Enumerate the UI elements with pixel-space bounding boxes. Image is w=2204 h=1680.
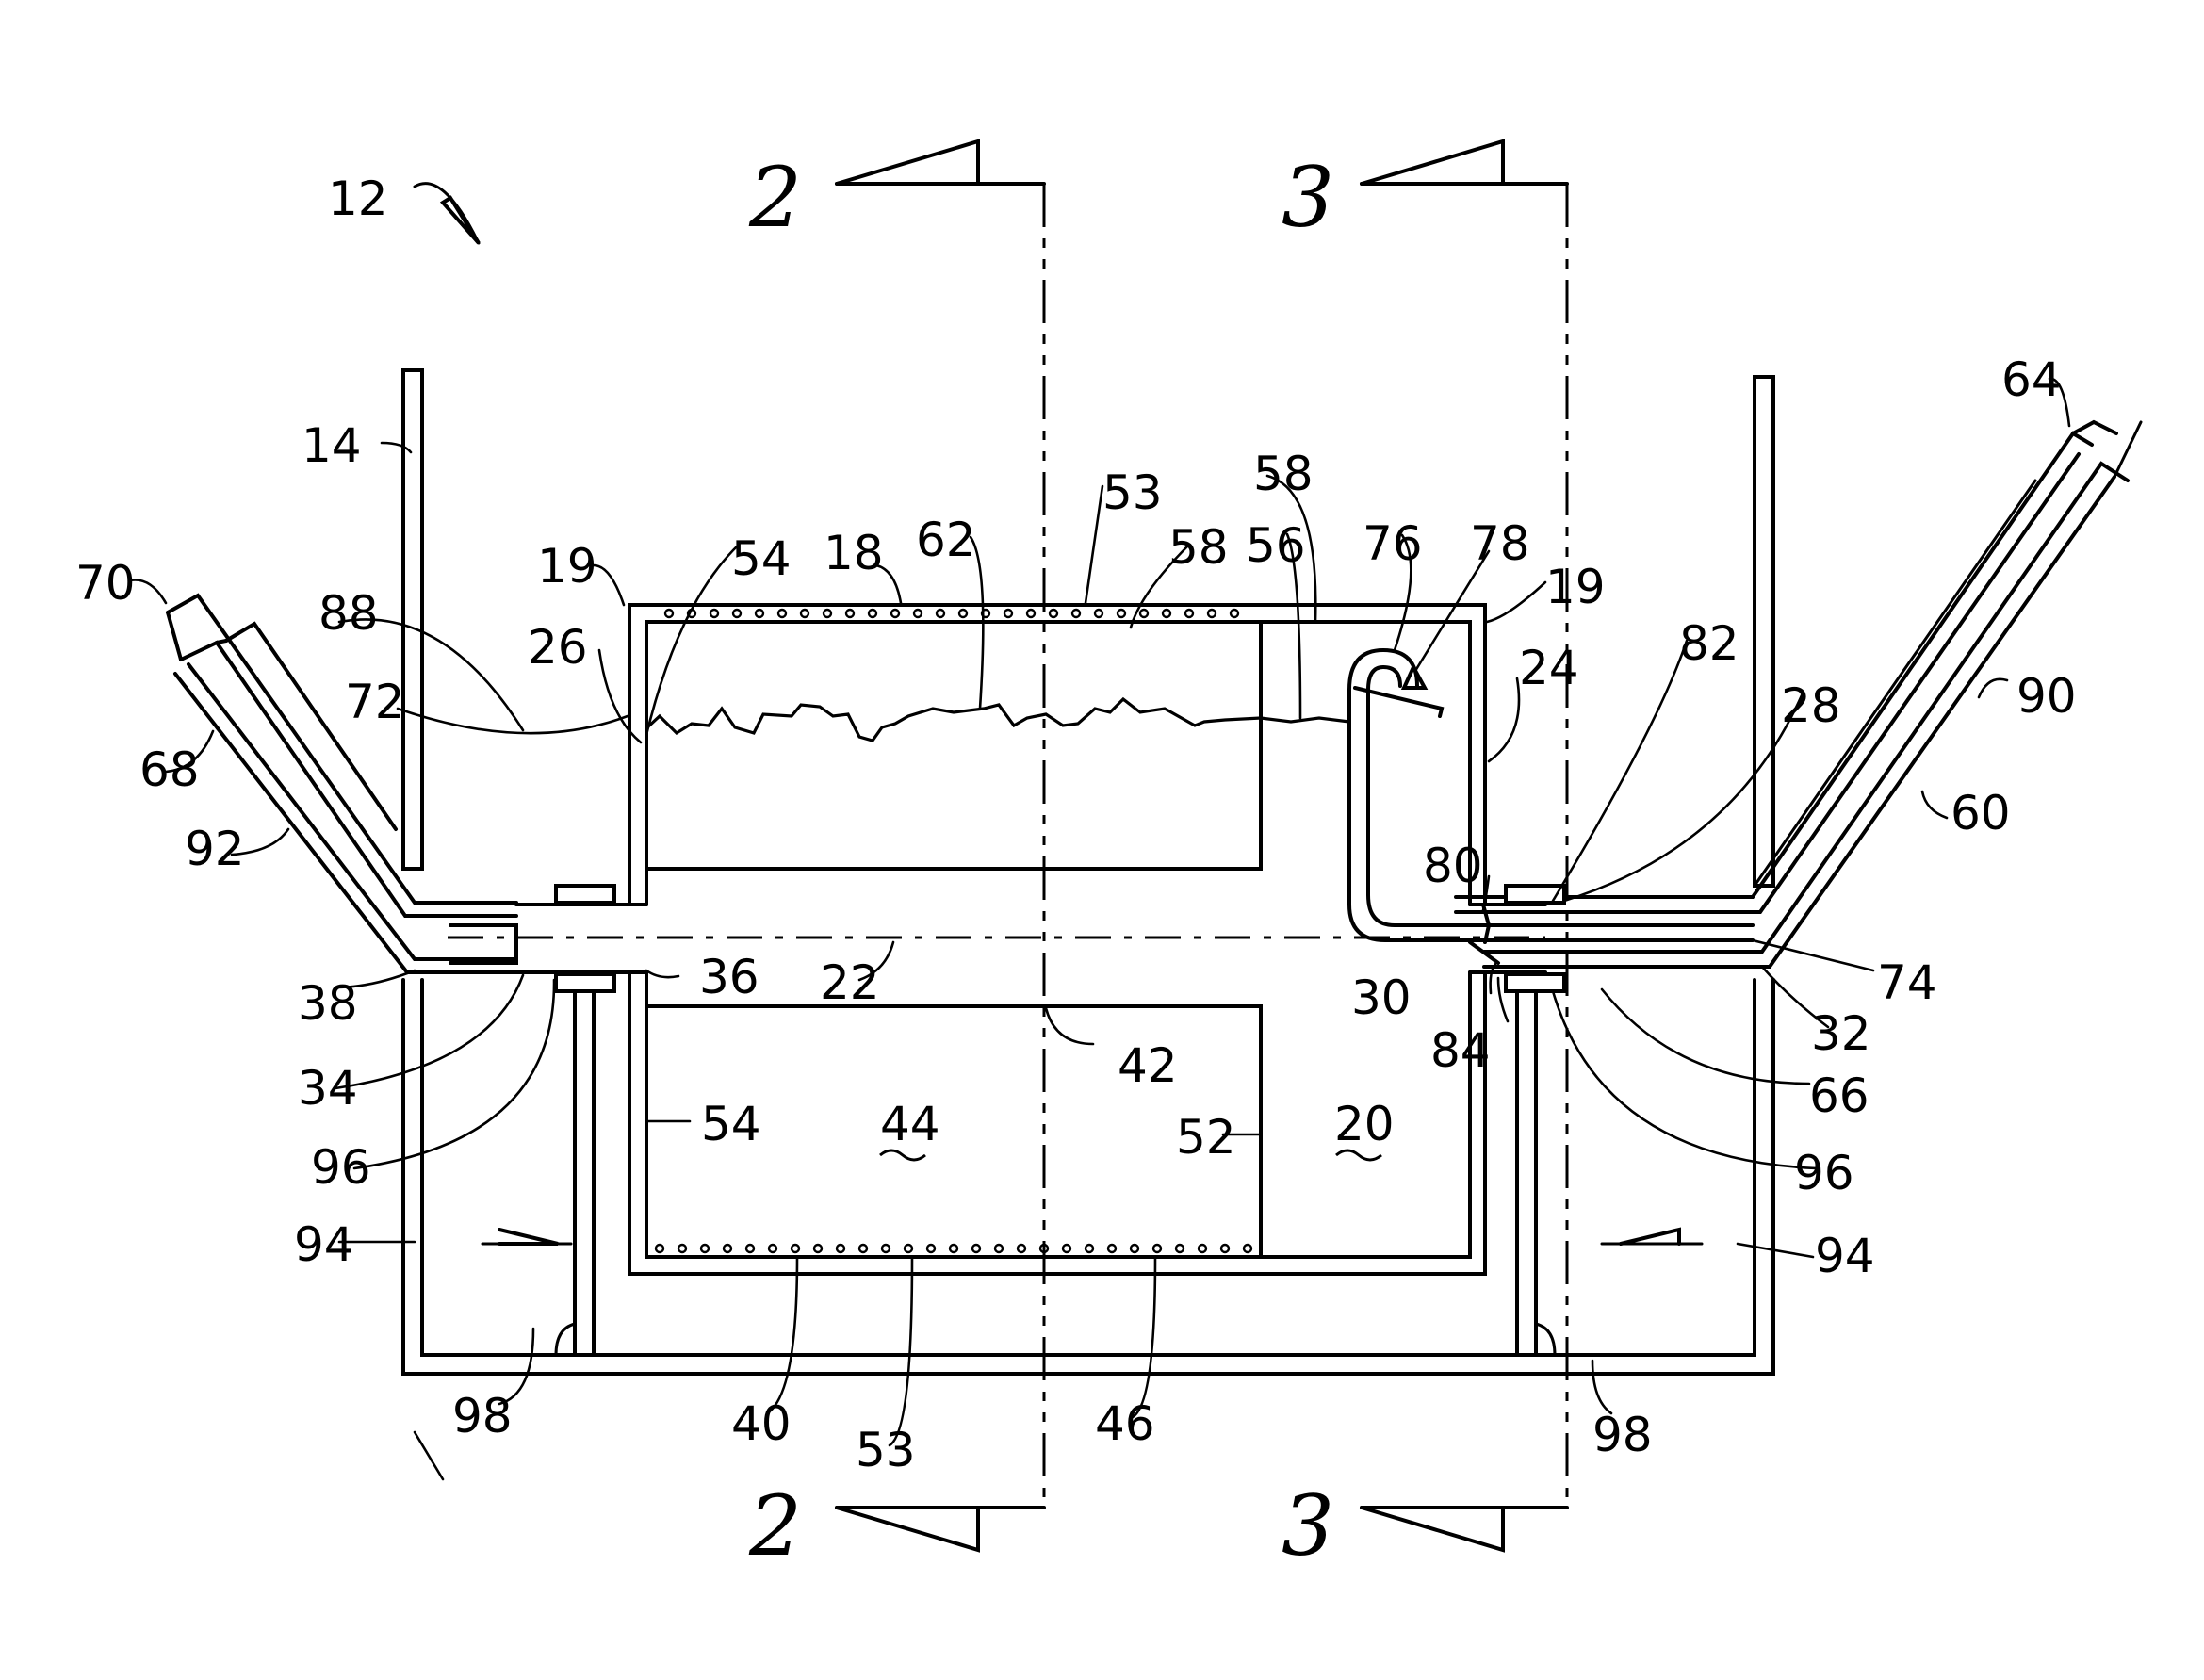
label-52: 52: [1176, 1110, 1236, 1165]
label-20: 20: [1334, 1097, 1395, 1151]
label-98-right: 98: [1592, 1408, 1653, 1462]
label-64: 64: [2001, 352, 2062, 407]
label-12: 12: [328, 171, 388, 226]
section-mark-3-top: 3: [1282, 149, 1334, 246]
section-mark-2-bottom: 2: [748, 1477, 802, 1574]
label-76: 76: [1363, 516, 1423, 571]
label-96-right: 96: [1794, 1146, 1854, 1200]
label-58-top-right: 58: [1253, 447, 1314, 501]
material-surface: [646, 699, 1349, 741]
label-19-right: 19: [1545, 560, 1606, 614]
underline-tilde-44: [880, 1150, 925, 1160]
label-44: 44: [880, 1097, 940, 1151]
label-19-left: 19: [537, 539, 597, 594]
label-84: 84: [1430, 1023, 1491, 1078]
reference-numerals: 12 14 70 88 72 68 92 38 34 96 94 98 19 2…: [75, 171, 2077, 1477]
label-46: 46: [1095, 1396, 1155, 1451]
label-94-left: 94: [294, 1217, 354, 1272]
label-22: 22: [820, 955, 880, 1010]
label-30: 30: [1351, 970, 1412, 1025]
label-90: 90: [2016, 669, 2077, 724]
left-duct: [168, 595, 516, 972]
label-92: 92: [185, 822, 245, 876]
label-58-top-center: 58: [1168, 520, 1229, 575]
label-70: 70: [75, 556, 136, 611]
perforations-top: [665, 610, 1238, 617]
label-80: 80: [1423, 839, 1483, 893]
label-88: 88: [318, 586, 379, 641]
label-54-top: 54: [731, 531, 792, 586]
arrow-indicators: [415, 184, 1702, 1244]
label-42: 42: [1118, 1038, 1178, 1093]
label-32: 32: [1811, 1006, 1871, 1061]
label-53-bottom: 53: [856, 1423, 916, 1477]
label-74: 74: [1877, 955, 1937, 1010]
section-mark-2-top: 2: [748, 149, 802, 246]
label-96-left: 96: [311, 1140, 371, 1195]
label-94-right: 94: [1815, 1229, 1875, 1283]
label-56: 56: [1246, 518, 1306, 573]
label-62: 62: [916, 513, 976, 567]
label-40: 40: [731, 1396, 792, 1451]
section-mark-3-bottom: 3: [1282, 1477, 1334, 1574]
label-36: 36: [699, 950, 759, 1004]
label-78: 78: [1470, 516, 1530, 571]
label-54-bottom: 54: [701, 1097, 761, 1151]
perforations-bottom: [656, 1245, 1251, 1252]
upper-drum: [646, 622, 1261, 869]
label-53-top: 53: [1102, 465, 1163, 520]
label-38: 38: [298, 976, 358, 1031]
label-72: 72: [345, 675, 405, 729]
label-18: 18: [824, 526, 884, 580]
label-60: 60: [1951, 786, 2011, 840]
section-line-2: [837, 141, 1044, 1550]
inner-tube: [1349, 650, 1753, 963]
label-98-left: 98: [452, 1389, 513, 1443]
label-34: 34: [298, 1061, 358, 1116]
label-28: 28: [1781, 678, 1841, 733]
label-24: 24: [1519, 641, 1579, 695]
label-82: 82: [1679, 616, 1739, 671]
underline-tilde-20: [1336, 1150, 1381, 1160]
kiln-shell: [629, 605, 1485, 1274]
label-68: 68: [139, 742, 200, 797]
label-14: 14: [302, 418, 362, 473]
label-66: 66: [1809, 1068, 1869, 1123]
label-26: 26: [528, 620, 588, 675]
